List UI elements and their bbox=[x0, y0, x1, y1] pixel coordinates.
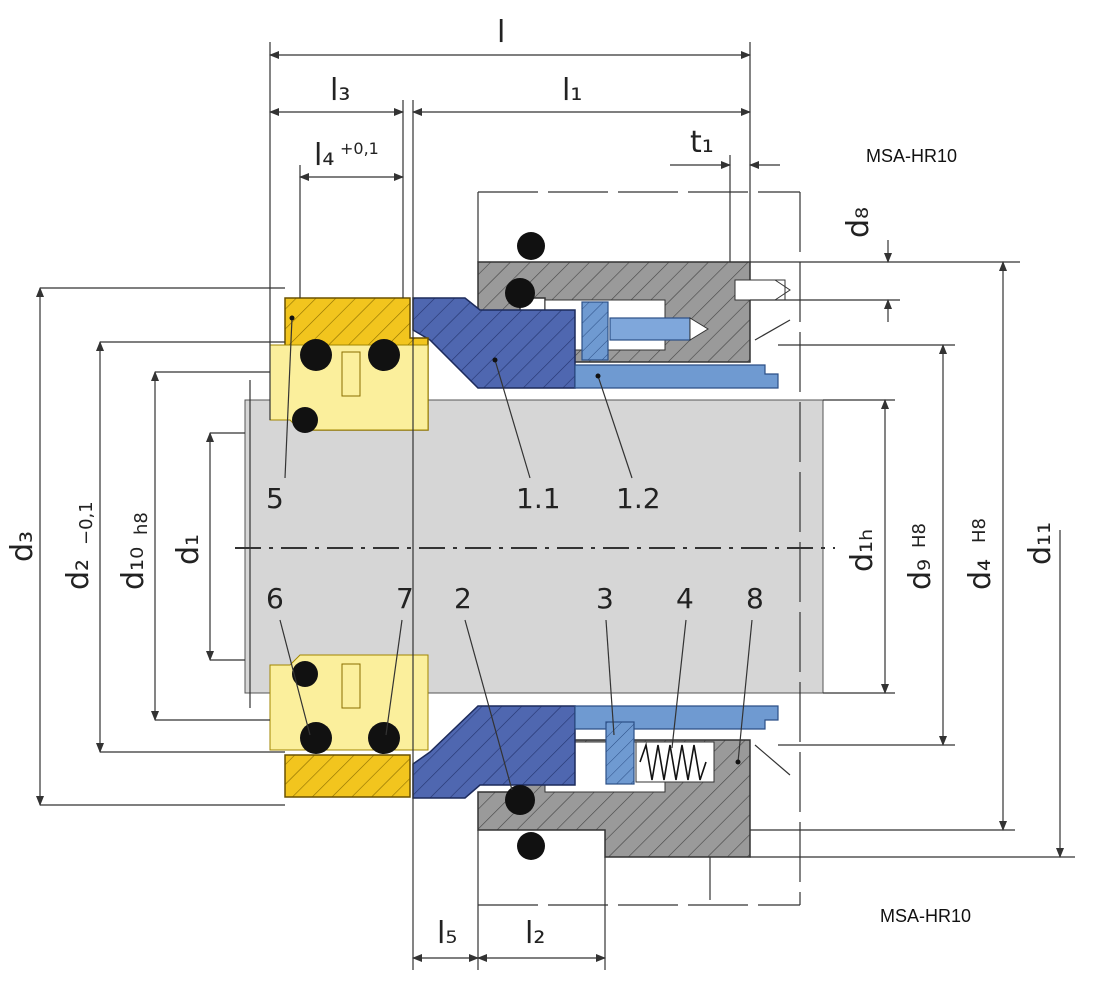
set-screw-tip bbox=[689, 317, 709, 341]
dim-l1: l₁ bbox=[562, 73, 582, 108]
drive-pin-hole bbox=[734, 279, 786, 301]
o-ring-seat-top-left bbox=[300, 339, 332, 371]
o-ring-housing-top-outer bbox=[517, 232, 545, 260]
part-label-8: 8 bbox=[746, 582, 764, 615]
o-ring-seat-top-inner bbox=[292, 407, 318, 433]
o-ring-seat-top-right bbox=[368, 339, 400, 371]
part-dot-8 bbox=[735, 759, 741, 765]
part-label-1-1: 1.1 bbox=[516, 482, 561, 515]
spring bbox=[639, 741, 707, 781]
shaft bbox=[244, 399, 824, 694]
part-dot-1-2 bbox=[595, 373, 601, 379]
part-leaders bbox=[279, 317, 753, 791]
dim-d2: d₂ bbox=[61, 559, 96, 590]
dim-d1h: d₁ₕ bbox=[845, 529, 880, 572]
dim-d4-tolerance: H8 bbox=[969, 518, 990, 543]
anti-rotation-pin-bottom bbox=[341, 663, 361, 709]
drive-pin-hole-tip bbox=[774, 279, 791, 301]
part-label-3: 3 bbox=[596, 582, 614, 615]
dim-d3: d₃ bbox=[5, 531, 40, 562]
model-label-top: MSA-HR10 bbox=[866, 146, 957, 166]
part-label-2: 2 bbox=[454, 582, 472, 615]
o-ring-seat-bottom-right bbox=[368, 722, 400, 754]
dim-d10-tolerance: h8 bbox=[131, 512, 152, 535]
dim-d11: d₁₁ bbox=[1023, 522, 1058, 565]
dim-d1: d₁ bbox=[171, 534, 206, 565]
dim-l: l bbox=[497, 15, 505, 50]
dim-l4-tolerance: +0,1 bbox=[340, 139, 379, 158]
dim-l4: l₄ bbox=[314, 138, 334, 173]
o-ring-housing-top-inner bbox=[505, 278, 535, 308]
part-label-4: 4 bbox=[676, 582, 694, 615]
set-screw-top bbox=[609, 317, 691, 341]
part-label-6: 6 bbox=[266, 582, 284, 615]
part-dot-1-1 bbox=[492, 357, 498, 363]
dim-d10: d₁₀ bbox=[116, 547, 151, 590]
o-ring-housing-bottom-outer bbox=[517, 832, 545, 860]
dim-d4: d₄ bbox=[963, 559, 998, 590]
part-label-1-2: 1.2 bbox=[616, 482, 661, 515]
stationary-seat-bottom-hatched bbox=[284, 754, 411, 798]
part-label-7: 7 bbox=[396, 582, 414, 615]
o-rings bbox=[292, 232, 545, 860]
dim-d8: d₈ bbox=[841, 207, 876, 238]
dim-t1: t₁ bbox=[690, 125, 714, 160]
o-ring-housing-bottom-inner bbox=[505, 785, 535, 815]
anti-rotation-pin-top bbox=[341, 351, 361, 397]
rotating-face-top bbox=[412, 297, 576, 389]
model-label-bottom: MSA-HR10 bbox=[880, 906, 971, 926]
dim-d2-tolerance: −0,1 bbox=[76, 501, 97, 545]
dimension-lines bbox=[36, 42, 1075, 970]
thrust-plate-bottom bbox=[605, 721, 635, 785]
o-ring-seat-bottom-left bbox=[300, 722, 332, 754]
part-label-5: 5 bbox=[266, 482, 284, 515]
o-ring-seat-bottom-inner bbox=[292, 661, 318, 687]
retainer-sleeve-top bbox=[574, 364, 779, 389]
dim-l3: l₃ bbox=[330, 73, 350, 108]
dim-d9-tolerance: H8 bbox=[909, 523, 930, 548]
thrust-plate-top bbox=[581, 301, 609, 361]
dim-l2: l₂ bbox=[525, 916, 545, 951]
part-dot-5 bbox=[289, 315, 295, 321]
rotating-face-bottom bbox=[412, 705, 576, 799]
dim-l5: l₅ bbox=[437, 916, 457, 951]
dim-d9: d₉ bbox=[903, 559, 938, 590]
